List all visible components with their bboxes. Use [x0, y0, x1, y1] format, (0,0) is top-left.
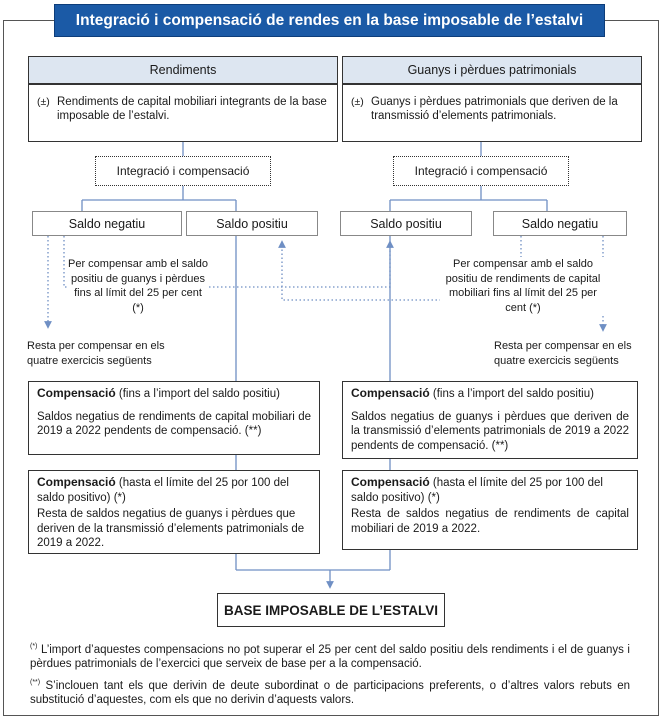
right-remainder-note: Resta per compensar en els quatre exerci…: [494, 340, 632, 367]
guanys-description: (±) Guanys i pèrdues patrimonials que de…: [342, 84, 642, 142]
right-comp1-title: Compensació: [351, 386, 430, 400]
right-comp2-box: Compensació (hasta el límite del 25 por …: [342, 470, 638, 550]
left-saldo-positiu: Saldo positiu: [186, 211, 318, 236]
diagram-title: Integració i compensació de rendes en la…: [54, 4, 605, 37]
right-integration-box: Integració i compensació: [393, 156, 569, 186]
rendiments-header: Rendiments: [28, 56, 338, 84]
base-imposable-box: BASE IMPOSABLE DE L’ESTALVI: [217, 593, 445, 627]
footnote-1-mark: (*): [30, 643, 38, 650]
left-comp2-sub: (hasta el límite del 25 por 100 del sald…: [37, 477, 289, 504]
left-comp2-title: Compensació: [37, 475, 116, 489]
left-comp1-text: Saldos negatius de rendiments de capital…: [37, 410, 311, 438]
footnote-1: (*) L’import d’aquestes compensacions no…: [30, 640, 630, 672]
guanys-description-text: Guanys i pèrdues patrimonials que derive…: [371, 96, 618, 122]
line-right-split: [389, 186, 548, 211]
left-remainder-note: Resta per compensar en els quatre exerci…: [27, 340, 165, 367]
left-comp1-title: Compensació: [37, 386, 116, 400]
plus-minus-sign: (±): [37, 96, 50, 108]
footnote-1-text: L’import d’aquestes compensacions no pot…: [30, 643, 630, 671]
right-comp1-box: Compensació (fins a l’import del saldo p…: [342, 381, 638, 459]
line-left-split: [81, 186, 237, 211]
rendiments-description-text: Rendiments de capital mobiliari integran…: [57, 96, 327, 122]
line-merge: [236, 569, 390, 585]
line-left-cross: [63, 236, 394, 288]
left-integration-box: Integració i compensació: [95, 156, 271, 186]
footnote-2-text: S’inclouen tant els que derivin de deute…: [30, 679, 630, 707]
footnote-2: (**) S’inclouen tant els que derivin de …: [30, 676, 630, 708]
right-comp2-sub: (hasta el límite del 25 por 100 del sald…: [351, 477, 603, 504]
left-comp2-box: Compensació (hasta el límite del 25 por …: [28, 470, 320, 554]
guanys-header: Guanys i pèrdues patrimonials: [342, 56, 642, 84]
left-comp1-sub: (fins a l’import del saldo positiu): [115, 388, 280, 400]
left-saldo-negatiu: Saldo negatiu: [32, 211, 182, 236]
right-saldo-positiu: Saldo positiu: [340, 211, 472, 236]
left-comp2-text: Resta de saldos negatius de guanys i pèr…: [37, 508, 305, 549]
right-cross-note: Per compensar amb el saldo positiu de re…: [440, 257, 606, 315]
right-comp2-title: Compensació: [351, 475, 430, 489]
plus-minus-sign: (±): [351, 96, 364, 108]
left-cross-note: Per compensar amb el saldo positiu de gu…: [68, 257, 209, 315]
right-comp1-text: Saldos negatius de guanys i pèrdues que …: [351, 410, 629, 452]
left-comp1-box: Compensació (fins a l’import del saldo p…: [28, 381, 320, 455]
right-comp2-text: Resta de saldos negatius de rendiments d…: [351, 508, 629, 535]
rendiments-description: (±) Rendiments de capital mobiliari inte…: [28, 84, 338, 142]
footnote-2-mark: (**): [30, 679, 41, 686]
right-saldo-negatiu: Saldo negatiu: [493, 211, 627, 236]
right-comp1-sub: (fins a l’import del saldo positiu): [429, 388, 594, 400]
